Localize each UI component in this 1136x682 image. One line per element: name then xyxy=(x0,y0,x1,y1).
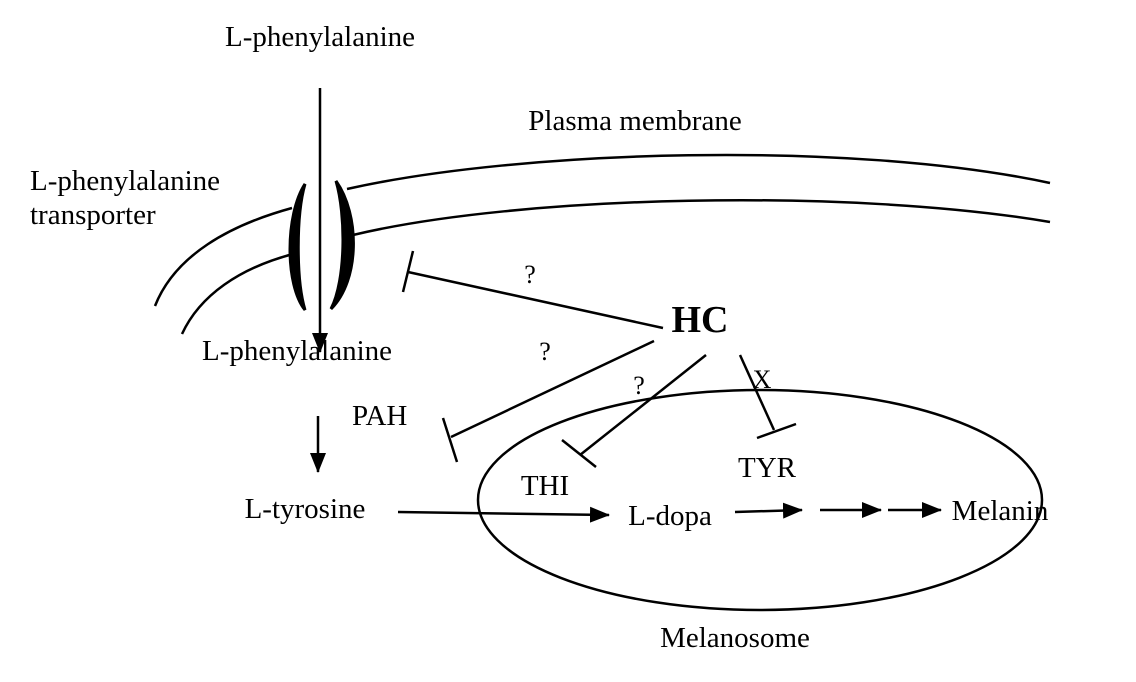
melanosome-ellipse xyxy=(476,388,1044,612)
membrane-inner-right xyxy=(352,199,1051,237)
transporter-left-paren xyxy=(288,183,307,311)
hc-inhibits-thi xyxy=(561,354,707,468)
dopa-arrow-1 xyxy=(734,502,803,519)
label-dopa: L-dopa xyxy=(628,500,712,532)
label-tyr: TYR xyxy=(738,452,797,484)
hc-inhibits-pah xyxy=(441,339,655,463)
label-transporter-2: transporter xyxy=(30,199,156,231)
label-hc: HC xyxy=(672,299,729,341)
transporter-right-paren xyxy=(329,180,355,311)
label-top-phenylalanine: L-phenylalanine xyxy=(225,21,415,53)
question-mark-transporter: ? xyxy=(524,260,536,289)
hc-inhibits-transporter xyxy=(401,250,664,330)
membrane-outer-right xyxy=(346,153,1051,191)
label-melanin: Melanin xyxy=(952,495,1049,527)
label-melanosome: Melanosome xyxy=(660,622,810,654)
label-inner-phenylalanine: L-phenylalanine xyxy=(202,335,392,367)
label-thi: THI xyxy=(521,470,569,502)
label-transporter-1: L-phenylalanine xyxy=(30,165,220,197)
question-mark-pah: ? xyxy=(539,337,551,366)
label-plasma-membrane: Plasma membrane xyxy=(528,105,741,137)
label-tyrosine: L-tyrosine xyxy=(245,493,366,525)
question-mark-thi: ? xyxy=(633,371,645,400)
x-mark-tyr: X xyxy=(753,365,772,394)
tyr-to-dopa-arrow xyxy=(397,506,610,523)
membrane-outer-left xyxy=(153,206,293,307)
hc-not-inhibits-tyr xyxy=(738,354,797,440)
membrane-inner-left xyxy=(180,252,294,335)
label-pah: PAH xyxy=(352,400,407,432)
